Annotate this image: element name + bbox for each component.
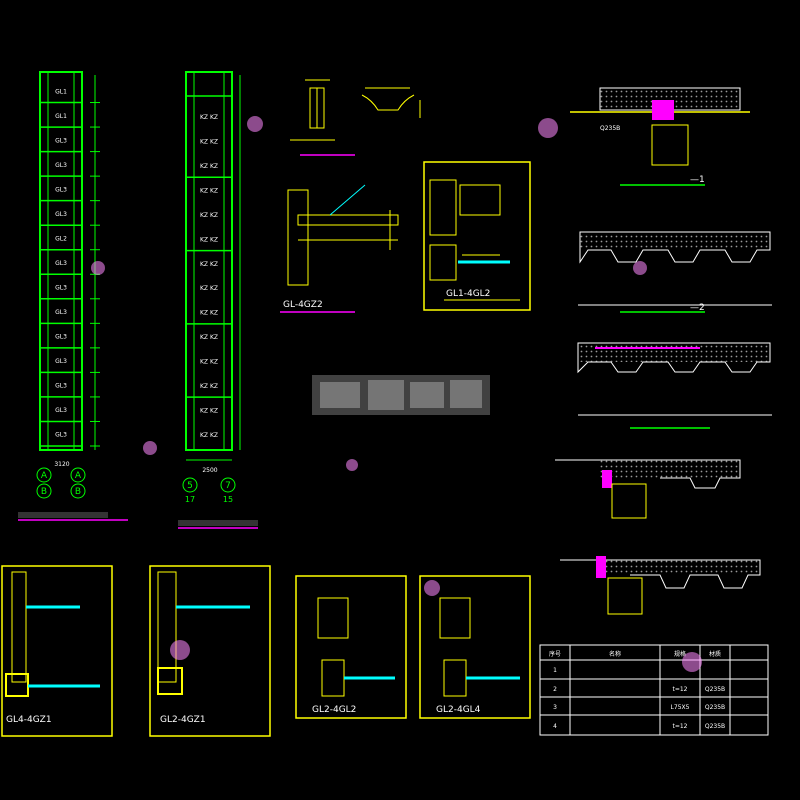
table-cell: Q235B [705,704,725,711]
beam-label: GL3 [55,162,67,169]
beam-label: GL3 [55,334,67,341]
axis-label: B [75,487,81,497]
table-cell: t=12 [672,686,687,693]
axis-label: A [41,471,48,481]
axis-label: 15 [223,495,233,504]
sparkle-decorations [91,116,702,672]
beam-label: GL3 [55,285,67,292]
axis-label: 5 [187,481,193,491]
mid-beam-labels: KZ KZ KZ KZ KZ KZ KZ KZ KZ KZ KZ KZ KZ KZ KZ KZ… [200,114,218,439]
table-header: 材质 [709,650,721,658]
dimension-text: 2500 [202,467,217,474]
kz-label: KZ KZ [200,383,218,390]
axis-label: 7 [225,481,231,491]
table-cell: L75X5 [671,704,690,711]
beam-label: GL3 [55,309,67,316]
beam-label: GL2 [55,235,67,242]
left-column-elevation: GL1GL1GL3GL3GL3GL3GL2GL3GL3GL3GL3GL3GL3G… [39,71,100,451]
beam-label: GL3 [55,432,67,439]
beam-label: GL3 [55,358,67,365]
gl-gz2-detail: GL-4GZ2 [280,184,399,313]
axis-label: 17 [185,495,195,504]
table-cell: 1 [553,667,557,674]
kz-label: KZ KZ [200,359,218,366]
slab-caption: —1 [690,175,705,185]
left-beam-labels: GL1GL1GL3GL3GL3GL3GL2GL3GL3GL3GL3GL3GL3G… [55,88,67,438]
kz-label: KZ KZ [200,212,218,219]
slab-caption: —2 [690,303,705,313]
beam-label: GL3 [55,186,67,193]
dimension-text: 3120 [54,461,69,468]
bottom-details: GL4-4GZ1 GL2-4GZ1 GL2-4GL2 GL2-4GL4 [1,565,531,737]
kz-label: KZ KZ [200,163,218,170]
svg-text:Q235B: Q235B [600,125,620,132]
slab-sections: Q235B —1 —2 [555,87,772,615]
detail-caption: GL1-4GL2 [446,289,490,299]
kz-label: KZ KZ [200,285,218,292]
beam-label: GL3 [55,383,67,390]
kz-label: KZ KZ [200,188,218,195]
table-cell: 2 [553,686,557,693]
beam-label: GL3 [55,407,67,414]
kz-label: KZ KZ [200,407,218,414]
table-cell: Q235B [705,686,725,693]
detail-caption: GL2-4GZ1 [160,715,206,725]
kz-label: KZ KZ [200,236,218,243]
beam-label: GL1 [55,113,67,120]
left-beam-lines [40,101,82,447]
kz-label: KZ KZ [200,432,218,439]
table-header: 序号 [549,650,561,658]
table-header: 规格 [674,650,686,658]
kz-label: KZ KZ [200,261,218,268]
beam-label: GL3 [55,260,67,267]
kz-label: KZ KZ [200,310,218,317]
kz-label: KZ KZ [200,114,218,121]
kz-label: KZ KZ [200,334,218,341]
table-cell: Q235B [705,723,725,730]
detail-caption: GL4-4GZ1 [6,715,52,725]
detail-caption: GL-4GZ2 [283,300,323,310]
kz-label: KZ KZ [200,139,218,146]
table-cell: 4 [553,723,557,730]
mid-beam-lines [186,95,232,398]
top-profile-details [290,79,421,156]
beam-label: GL1 [55,88,67,95]
table-header: 名称 [609,650,621,658]
axis-bubbles: A B A B 5 17 7 15 3120 2500 [36,461,236,504]
beam-label: GL3 [55,137,67,144]
detail-caption: GL2-4GL2 [312,705,356,715]
watermark-blur [312,375,490,415]
table-cell: 3 [553,704,557,711]
axis-label: A [75,471,82,481]
detail-caption: GL2-4GL4 [436,705,481,715]
table-cell: t=12 [672,723,687,730]
axis-label: B [41,487,47,497]
beam-label: GL3 [55,211,67,218]
gl1-gl2-detail: GL1-4GL2 [423,161,531,311]
mid-column-elevation: KZ KZ KZ KZ KZ KZ KZ KZ KZ KZ KZ KZ KZ KZ KZ KZ… [185,71,241,461]
